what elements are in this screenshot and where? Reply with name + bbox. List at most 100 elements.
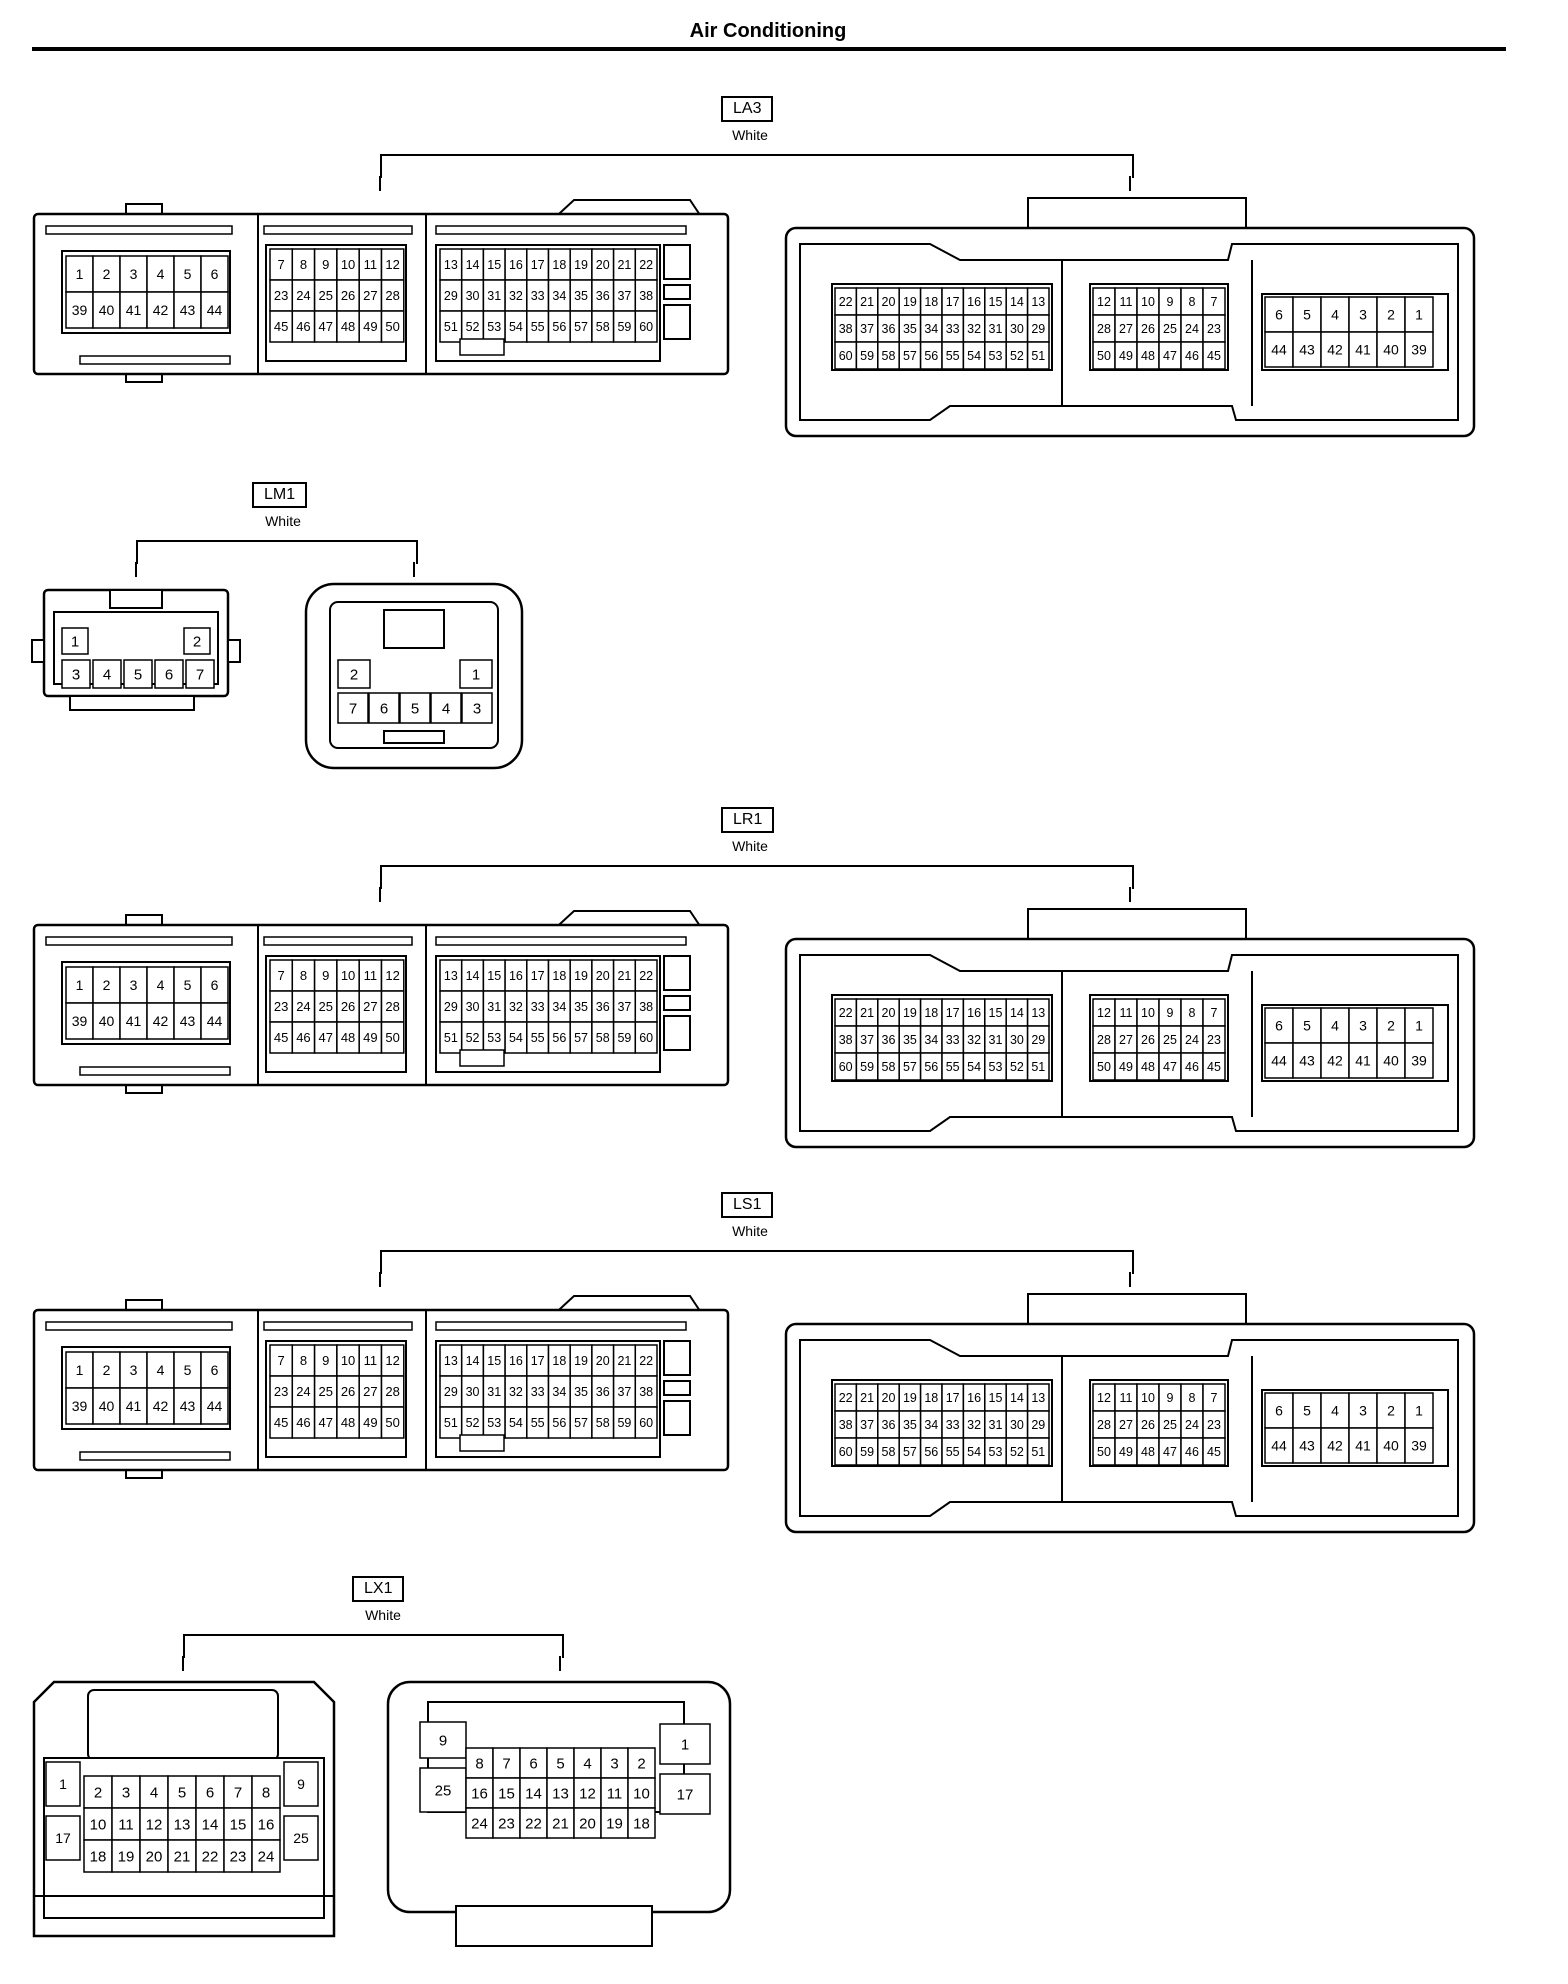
rail bbox=[263, 1321, 413, 1331]
pin-number: 2 bbox=[94, 1784, 102, 1801]
pin-number: 5 bbox=[1303, 307, 1311, 323]
pin-number: 50 bbox=[1097, 1060, 1111, 1074]
pin-cell bbox=[92, 966, 121, 1004]
pin-number: 7 bbox=[196, 666, 204, 683]
pin-number: 34 bbox=[552, 1385, 566, 1399]
pin: 18 bbox=[919, 998, 943, 1027]
pin-cell bbox=[61, 659, 91, 689]
pin: 2 bbox=[92, 255, 121, 293]
pin-number: 21 bbox=[860, 1391, 874, 1405]
inner-frame bbox=[799, 954, 1459, 1132]
pin: 8 bbox=[1180, 1383, 1204, 1412]
pin-number: 57 bbox=[903, 1445, 917, 1459]
pin-number: 43 bbox=[180, 1398, 196, 1414]
pin: 52 bbox=[1005, 341, 1029, 370]
pin-number: 56 bbox=[924, 349, 938, 363]
pin-number: 8 bbox=[1189, 1006, 1196, 1020]
pin-number: 43 bbox=[1299, 1438, 1315, 1454]
pin: 5 bbox=[173, 255, 202, 293]
pin-number: 23 bbox=[1207, 1033, 1221, 1047]
pin-number: 40 bbox=[99, 1398, 115, 1414]
pin: 11 bbox=[358, 1344, 383, 1377]
pin: 7 bbox=[1202, 287, 1226, 316]
pin-number: 1 bbox=[1415, 1403, 1423, 1419]
pin-number: 12 bbox=[146, 1816, 163, 1833]
pin-number: 23 bbox=[1207, 322, 1221, 336]
pin: 11 bbox=[1114, 998, 1138, 1027]
pin-number: 10 bbox=[341, 1353, 355, 1368]
pin: 2 bbox=[627, 1747, 656, 1779]
pin: 20 bbox=[139, 1839, 169, 1873]
bracket-stem bbox=[1129, 176, 1131, 191]
pin-cell bbox=[1264, 1042, 1294, 1079]
pin-cell bbox=[139, 1839, 169, 1873]
pin: 44 bbox=[200, 1387, 229, 1425]
pin: 20 bbox=[877, 287, 900, 316]
pin-number: 7 bbox=[278, 257, 285, 272]
pin-number: 9 bbox=[1167, 1006, 1174, 1020]
pin: 29 bbox=[1026, 1025, 1050, 1054]
pin: 57 bbox=[898, 1052, 922, 1081]
pin-cell bbox=[627, 1807, 656, 1839]
pin: 5 bbox=[1292, 296, 1322, 333]
pin-number: 11 bbox=[364, 257, 378, 272]
pin-cell bbox=[251, 1839, 281, 1873]
pin-number: 2 bbox=[1387, 307, 1395, 323]
pin-number: 20 bbox=[882, 295, 896, 309]
pin: 17 bbox=[526, 248, 550, 281]
pin: 40 bbox=[92, 1387, 121, 1425]
pin-number: 11 bbox=[1120, 1006, 1133, 1020]
pin: 24 bbox=[291, 1375, 316, 1408]
connector-bracket-ls1 bbox=[380, 1250, 1134, 1274]
pin: 12 bbox=[1092, 1383, 1116, 1412]
pin-number: 5 bbox=[184, 1362, 192, 1378]
pin-number: 55 bbox=[946, 1445, 960, 1459]
pin: 14 bbox=[1005, 1383, 1029, 1412]
pin: 1 bbox=[61, 627, 89, 655]
pin: 4 bbox=[146, 255, 175, 293]
pin: 4 bbox=[139, 1775, 169, 1809]
pin-number: 58 bbox=[596, 1416, 610, 1430]
pin: 58 bbox=[877, 341, 900, 370]
pin-number: 34 bbox=[924, 1033, 938, 1047]
pin-number: 7 bbox=[234, 1784, 242, 1801]
pin-number: 25 bbox=[319, 999, 333, 1014]
pin: 3 bbox=[111, 1775, 141, 1809]
pin: 12 bbox=[573, 1777, 602, 1809]
pin-number: 44 bbox=[207, 1013, 223, 1029]
pin: 24 bbox=[1180, 314, 1204, 343]
pin: 5 bbox=[399, 692, 431, 724]
pin-cell bbox=[185, 659, 215, 689]
pin: 43 bbox=[1292, 331, 1322, 368]
pin: 46 bbox=[291, 1021, 316, 1054]
pin: 38 bbox=[634, 279, 658, 312]
pin-number: 35 bbox=[574, 1385, 588, 1399]
pin-number: 46 bbox=[1185, 1060, 1199, 1074]
pin: 35 bbox=[898, 314, 922, 343]
pin-number: 28 bbox=[385, 1384, 399, 1399]
pin: 13 bbox=[1026, 1383, 1050, 1412]
bracket-stem bbox=[379, 1272, 381, 1287]
pin-number: 5 bbox=[411, 700, 419, 717]
side-lock bbox=[227, 639, 241, 663]
pin-number: 11 bbox=[1120, 295, 1133, 309]
pin-number: 57 bbox=[903, 349, 917, 363]
pin: 56 bbox=[547, 1021, 571, 1054]
pin-number: 57 bbox=[903, 1060, 917, 1074]
pin-cell bbox=[492, 1807, 521, 1839]
pin: 21 bbox=[546, 1807, 575, 1839]
pin-number: 9 bbox=[439, 1732, 447, 1749]
pin-number: 26 bbox=[341, 999, 355, 1014]
pin: 6 bbox=[200, 1351, 229, 1389]
pin-number: 19 bbox=[903, 1006, 917, 1020]
pin: 54 bbox=[504, 1021, 528, 1054]
pin-number: 48 bbox=[1141, 349, 1155, 363]
pin: 25 bbox=[1158, 1025, 1182, 1054]
pin: 53 bbox=[482, 1021, 506, 1054]
pin-number: 50 bbox=[385, 1030, 399, 1045]
pin-number: 47 bbox=[1163, 349, 1177, 363]
